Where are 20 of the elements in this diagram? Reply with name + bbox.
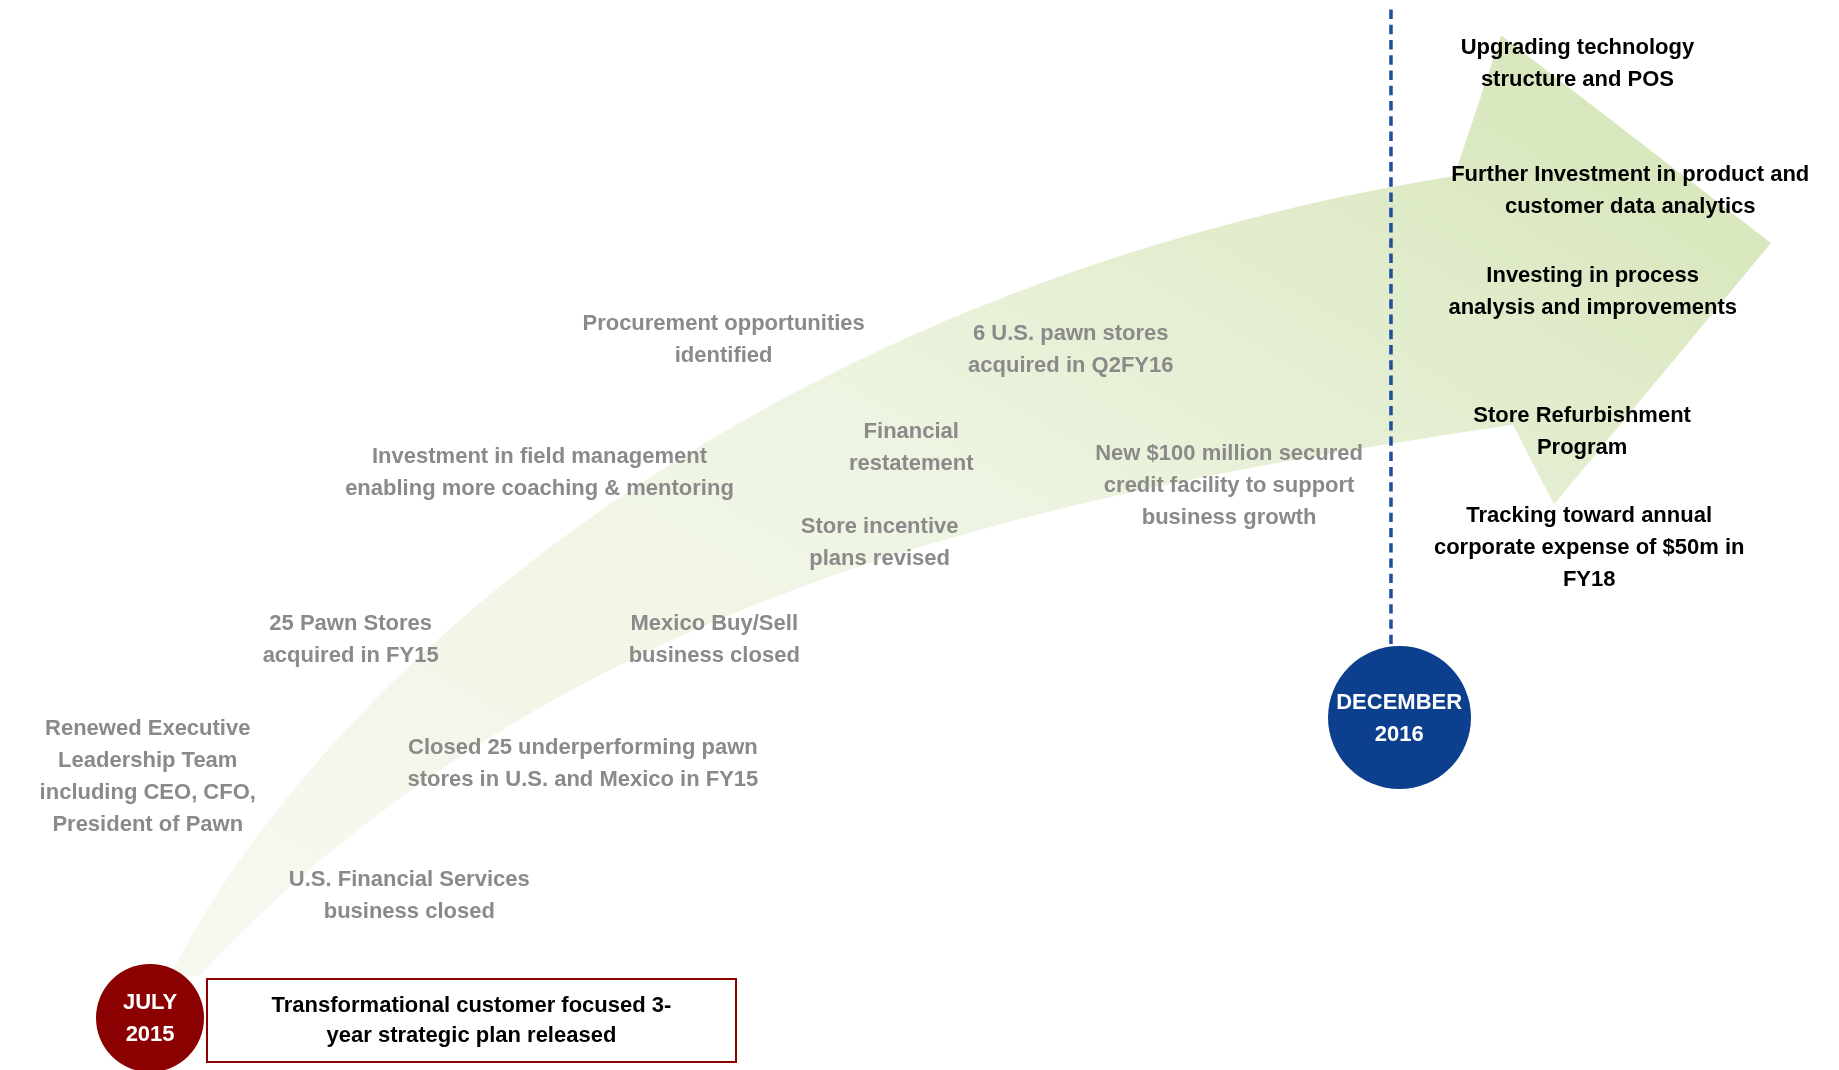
milestone-text: Investing in process analysis and improvements (1447, 260, 1738, 321)
milestone-text: Store incentive plans revised (799, 511, 960, 572)
milestone-text: Procurement opportunities identified (581, 308, 866, 369)
plan-text: Transformational customer focused 3-year strategic plan released (270, 991, 673, 1050)
milestone-text: 6 U.S. pawn stores acquired in Q2FY16 (967, 319, 1175, 380)
milestone-text: Renewed Executive Leadership Team including CEO, CFO, President of Pawn (38, 714, 257, 839)
milestone-text: New $100 million secured credit facility to support business growth (1094, 438, 1364, 531)
plan-box (206, 978, 737, 1063)
milestone-text: U.S. Financial Services business closed (287, 864, 531, 925)
milestone-text: Upgrading technology structure and POS (1459, 33, 1696, 94)
milestone-text: Investment in field management enabling more coaching & mentoring (344, 442, 735, 503)
date-text: JULY 2015 (122, 988, 179, 1048)
milestone-text: Store Refurbishment Program (1472, 401, 1692, 462)
milestone-text: Mexico Buy/Sell business closed (627, 608, 801, 669)
milestone-text: Closed 25 underperforming pawn stores in U.S. and Mexico in FY15 (406, 733, 760, 794)
milestone-text: Financial restatement (847, 416, 975, 477)
date-text: DECEMBER 2016 (1335, 687, 1464, 748)
milestone-text: Further Investment in product and customer data analytics (1450, 159, 1811, 220)
milestone-text: 25 Pawn Stores acquired in FY15 (261, 608, 440, 669)
milestone-text: Tracking toward annual corporate expense of $50m in FY18 (1432, 501, 1746, 594)
